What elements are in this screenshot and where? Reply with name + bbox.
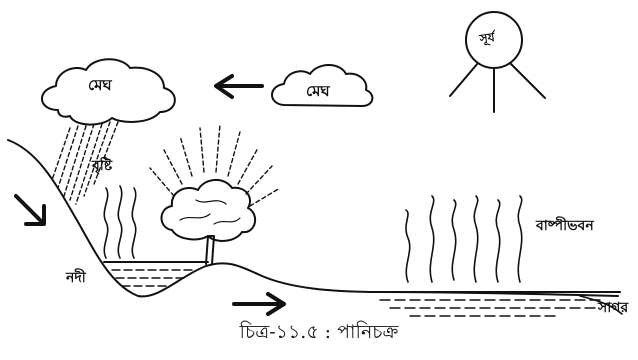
arrow-down-right-icon <box>14 194 46 226</box>
evaporation-label: বাষ্পীভবন <box>536 218 594 234</box>
cloud-left-label: মেঘ <box>88 76 112 94</box>
arrow-right-icon <box>232 292 286 316</box>
sun-icon <box>449 11 546 113</box>
sun-label: সূর্য <box>478 30 496 46</box>
tree-icon <box>160 179 257 265</box>
cloud-right-icon <box>271 64 374 107</box>
sea-water <box>369 291 623 317</box>
arrow-left-icon <box>214 74 264 99</box>
rain-label: বৃষ্টি <box>92 158 113 174</box>
rain-streaks <box>51 121 119 205</box>
river-water <box>103 261 209 287</box>
transpiration-rays <box>149 123 281 207</box>
cloud-left-icon <box>41 58 176 126</box>
figure-caption: চিত্র-১১.৫ : পানিচক্র <box>239 321 399 343</box>
evaporation-sea <box>405 195 523 283</box>
cloud-right-label: মেঘ <box>306 82 330 100</box>
river-label: নদী <box>66 270 86 286</box>
evaporation-river <box>103 185 137 259</box>
sea-label: সাগর <box>598 300 629 316</box>
